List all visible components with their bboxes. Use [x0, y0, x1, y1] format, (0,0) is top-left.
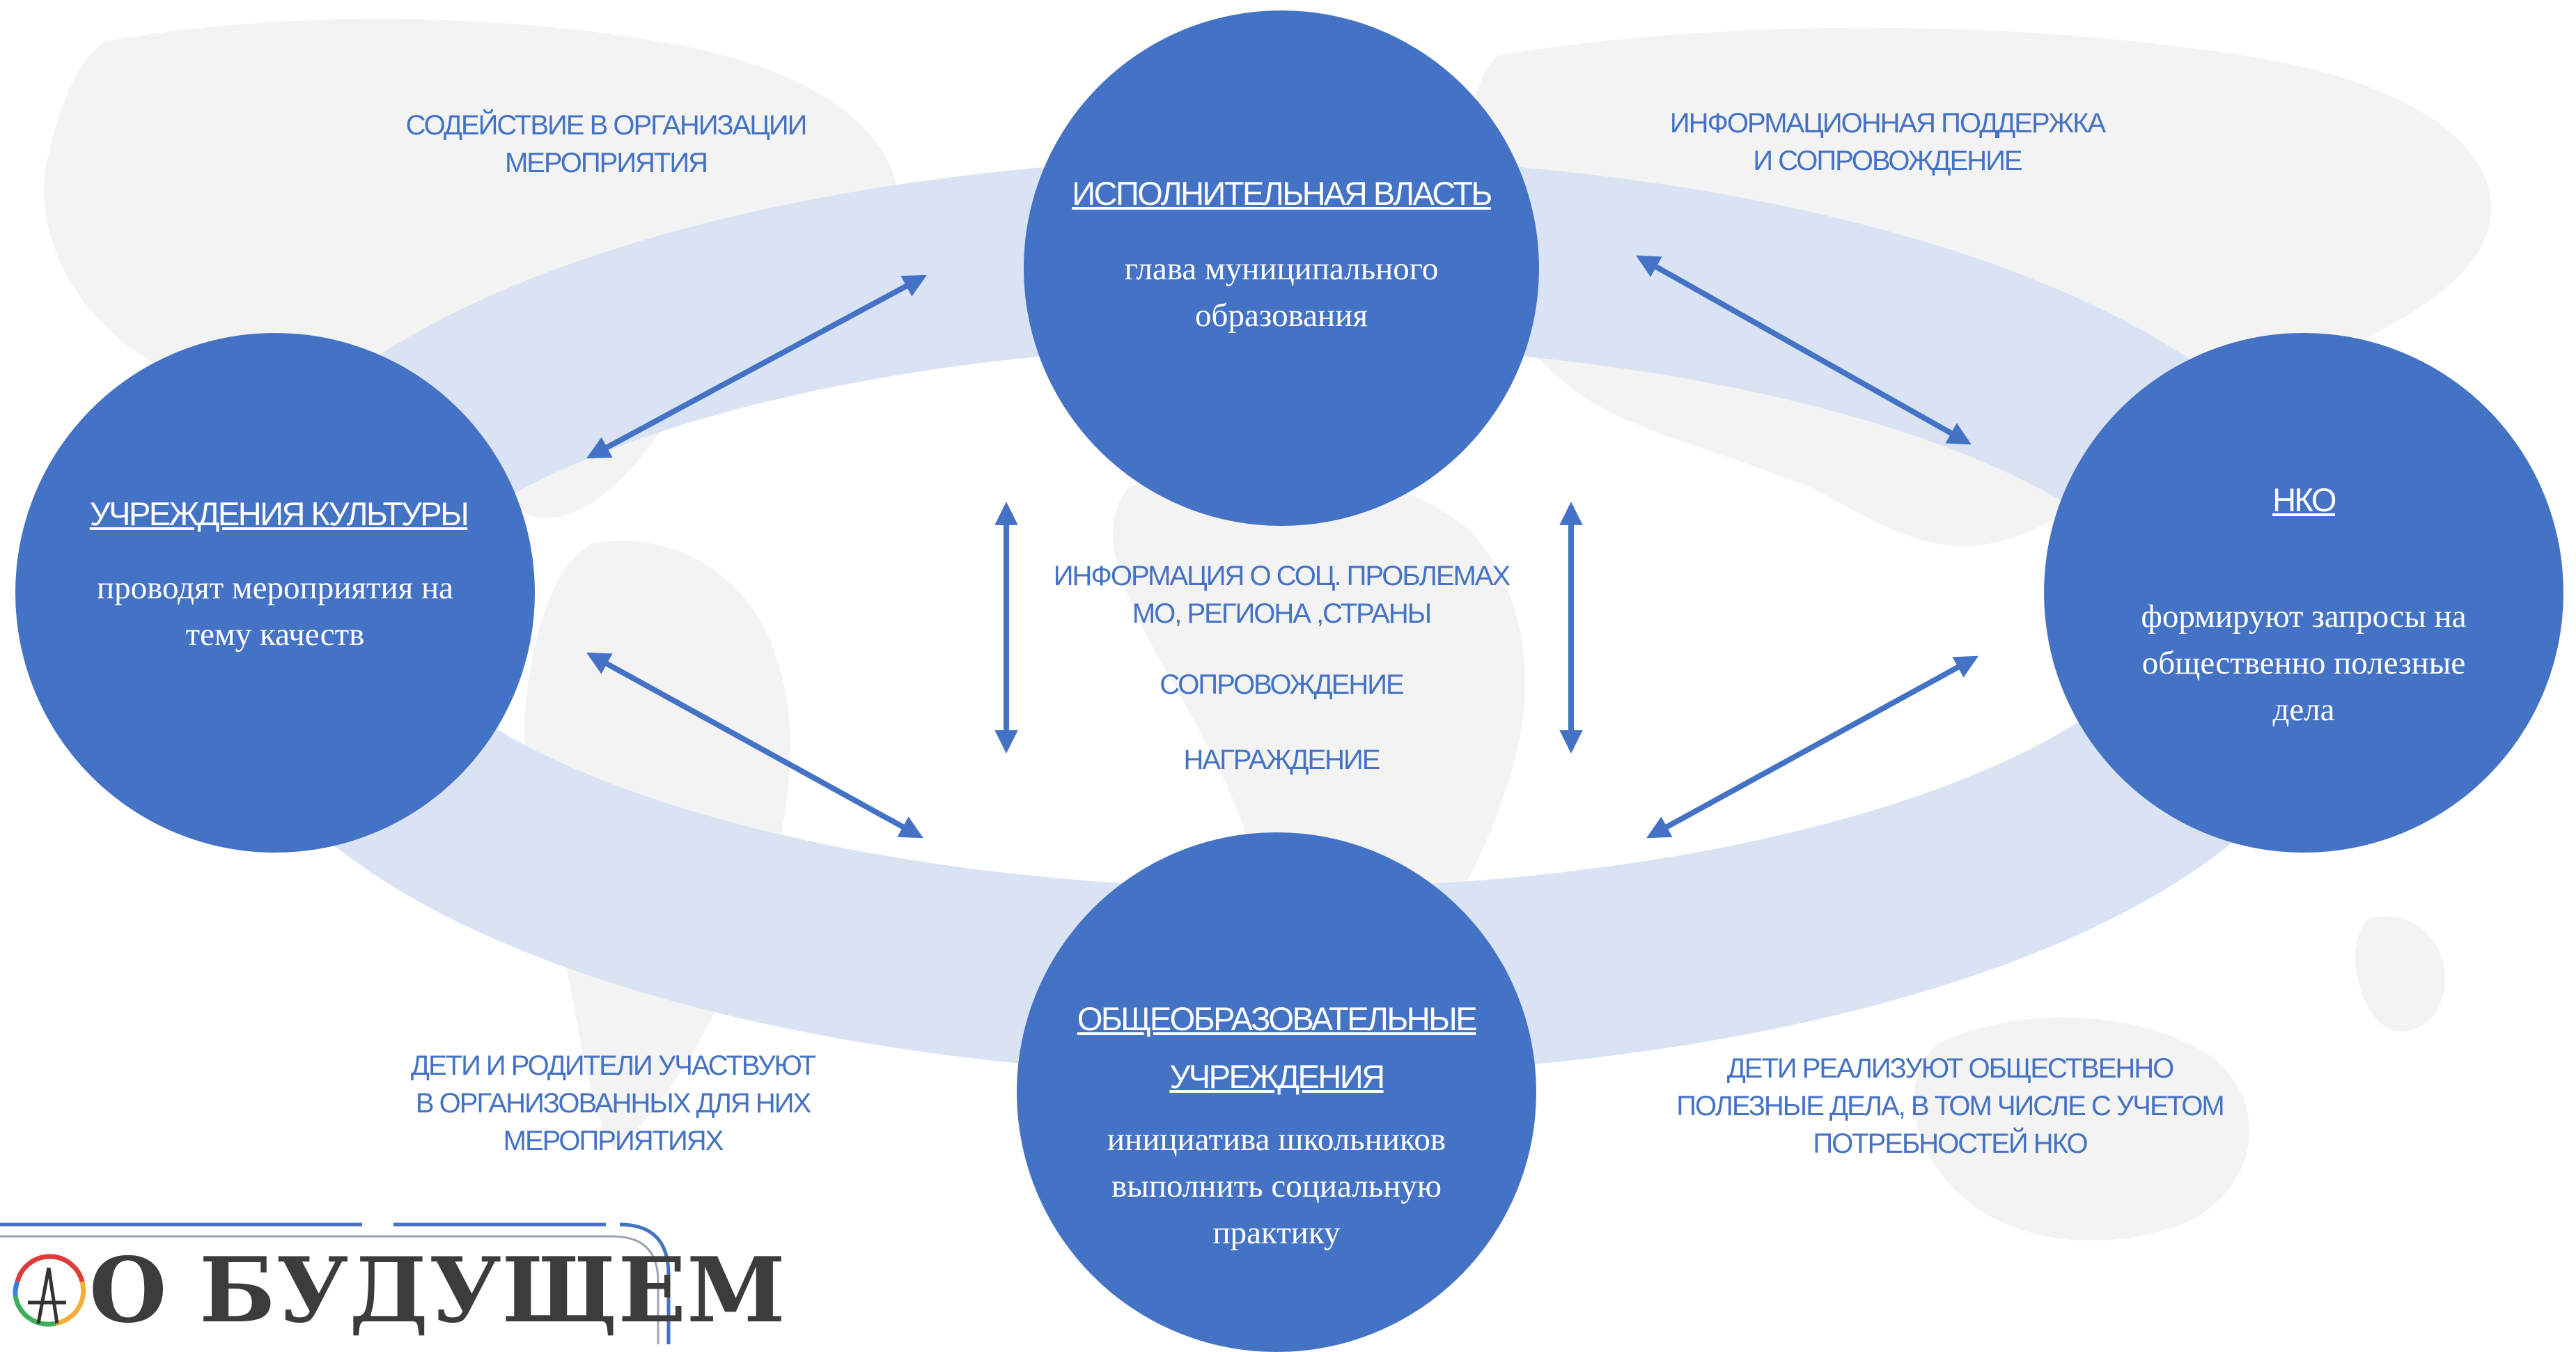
label-center-line4: НАГРАЖДЕНИЕ: [1183, 745, 1381, 775]
node-schools-title-line1: ОБЩЕОБРАЗОВАТЕЛЬНЫЕ: [1077, 1000, 1478, 1037]
node-culture-title: УЧРЕЖДЕНИЯ КУЛЬТУРЫ: [89, 495, 469, 532]
arrow-nko-schools: [1646, 655, 1978, 839]
node-schools-title-line2: УЧРЕЖДЕНИЯ: [1169, 1058, 1385, 1095]
label-bottom-right-line2: ПОЛЕЗНЫЕ ДЕЛА, В ТОМ ЧИСЛЕ С УЧЕТОМ: [1676, 1091, 2224, 1121]
node-nko-desc-line2: общественно полезные: [2141, 645, 2466, 681]
logo-emblem-icon: [13, 1254, 86, 1327]
label-center-line1: ИНФОРМАЦИЯ О СОЦ. ПРОБЛЕМАХ: [1053, 561, 1511, 591]
label-bottom-left-line1: ДЕТИ И РОДИТЕЛИ УЧАСТВУЮТ: [410, 1050, 816, 1081]
node-culture-desc-line2: тему качеств: [185, 616, 365, 653]
node-nko: НКО формируют запросы на общественно пол…: [2044, 333, 2563, 853]
label-bottom-left-line3: МЕРОПРИЯТИЯХ: [503, 1126, 724, 1156]
node-schools: ОБЩЕОБРАЗОВАТЕЛЬНЫЕ УЧРЕЖДЕНИЯ инициатив…: [1017, 832, 1536, 1352]
label-bottom-right: ДЕТИ РЕАЛИЗУЮТ ОБЩЕСТВЕННО ПОЛЕЗНЫЕ ДЕЛА…: [1623, 1050, 2277, 1163]
label-center: ИНФОРМАЦИЯ О СОЦ. ПРОБЛЕМАХ МО, РЕГИОНА …: [1024, 557, 1539, 779]
arrow-culture-schools: [586, 652, 923, 839]
node-schools-desc-line2: выполнить социальную: [1111, 1168, 1442, 1204]
node-culture-desc-line1: проводят мероприятия на: [96, 570, 454, 606]
label-bottom-right-line3: ПОТРЕБНОСТЕЙ НКО: [1813, 1128, 2088, 1159]
arrow-culture-executive: [586, 274, 927, 459]
node-executive-title: ИСПОЛНИТЕЛЬНАЯ ВЛАСТЬ: [1072, 175, 1492, 212]
node-nko-title: НКО: [2272, 481, 2336, 518]
label-center-line3: СОПРОВОЖДЕНИЕ: [1160, 669, 1404, 700]
node-schools-desc-line1: инициатива школьников: [1107, 1121, 1446, 1158]
node-culture: УЧРЕЖДЕНИЯ КУЛЬТУРЫ проводят мероприятия…: [15, 333, 535, 853]
node-nko-desc-line3: дела: [2272, 692, 2335, 728]
node-executive: ИСПОЛНИТЕЛЬНАЯ ВЛАСТЬ глава муниципально…: [1024, 10, 1539, 526]
logo-frame: [0, 1222, 671, 1344]
label-top-right-line1: ИНФОРМАЦИОННАЯ ПОДДЕРЖКА: [1669, 108, 2106, 139]
label-top-right-line2: И СОПРОВОЖДЕНИЕ: [1753, 146, 2022, 176]
label-top-left-line1: СОДЕЙСТВИЕ В ОРГАНИЗАЦИИ: [405, 110, 808, 141]
label-top-left: СОДЕЙСТВИЕ В ОРГАНИЗАЦИИ МЕРОПРИЯТИЯ: [348, 107, 864, 182]
arrows: [586, 255, 1978, 839]
label-bottom-left-line2: В ОРГАНИЗОВАННЫХ ДЛЯ НИХ: [415, 1088, 811, 1119]
label-center-line2: МО, РЕГИОНА ,СТРАНЫ: [1132, 598, 1432, 629]
label-bottom-left: ДЕТИ И РОДИТЕЛИ УЧАСТВУЮТ В ОРГАНИЗОВАНН…: [348, 1047, 877, 1160]
label-top-right: ИНФОРМАЦИОННАЯ ПОДДЕРЖКА И СОПРОВОЖДЕНИЕ: [1602, 104, 2173, 180]
node-executive-desc-line1: глава муниципального: [1124, 251, 1439, 287]
node-nko-desc-line1: формируют запросы на: [2141, 598, 2467, 635]
node-executive-desc-line2: образования: [1195, 297, 1368, 334]
label-bottom-right-line1: ДЕТИ РЕАЛИЗУЮТ ОБЩЕСТВЕННО: [1726, 1053, 2175, 1084]
arrow-executive-nko: [1636, 255, 1972, 445]
node-schools-desc-line3: практику: [1212, 1215, 1341, 1251]
logo-text: О БУДУЩЕМ: [89, 1238, 786, 1343]
label-top-left-line2: МЕРОПРИЯТИЯ: [504, 148, 708, 178]
